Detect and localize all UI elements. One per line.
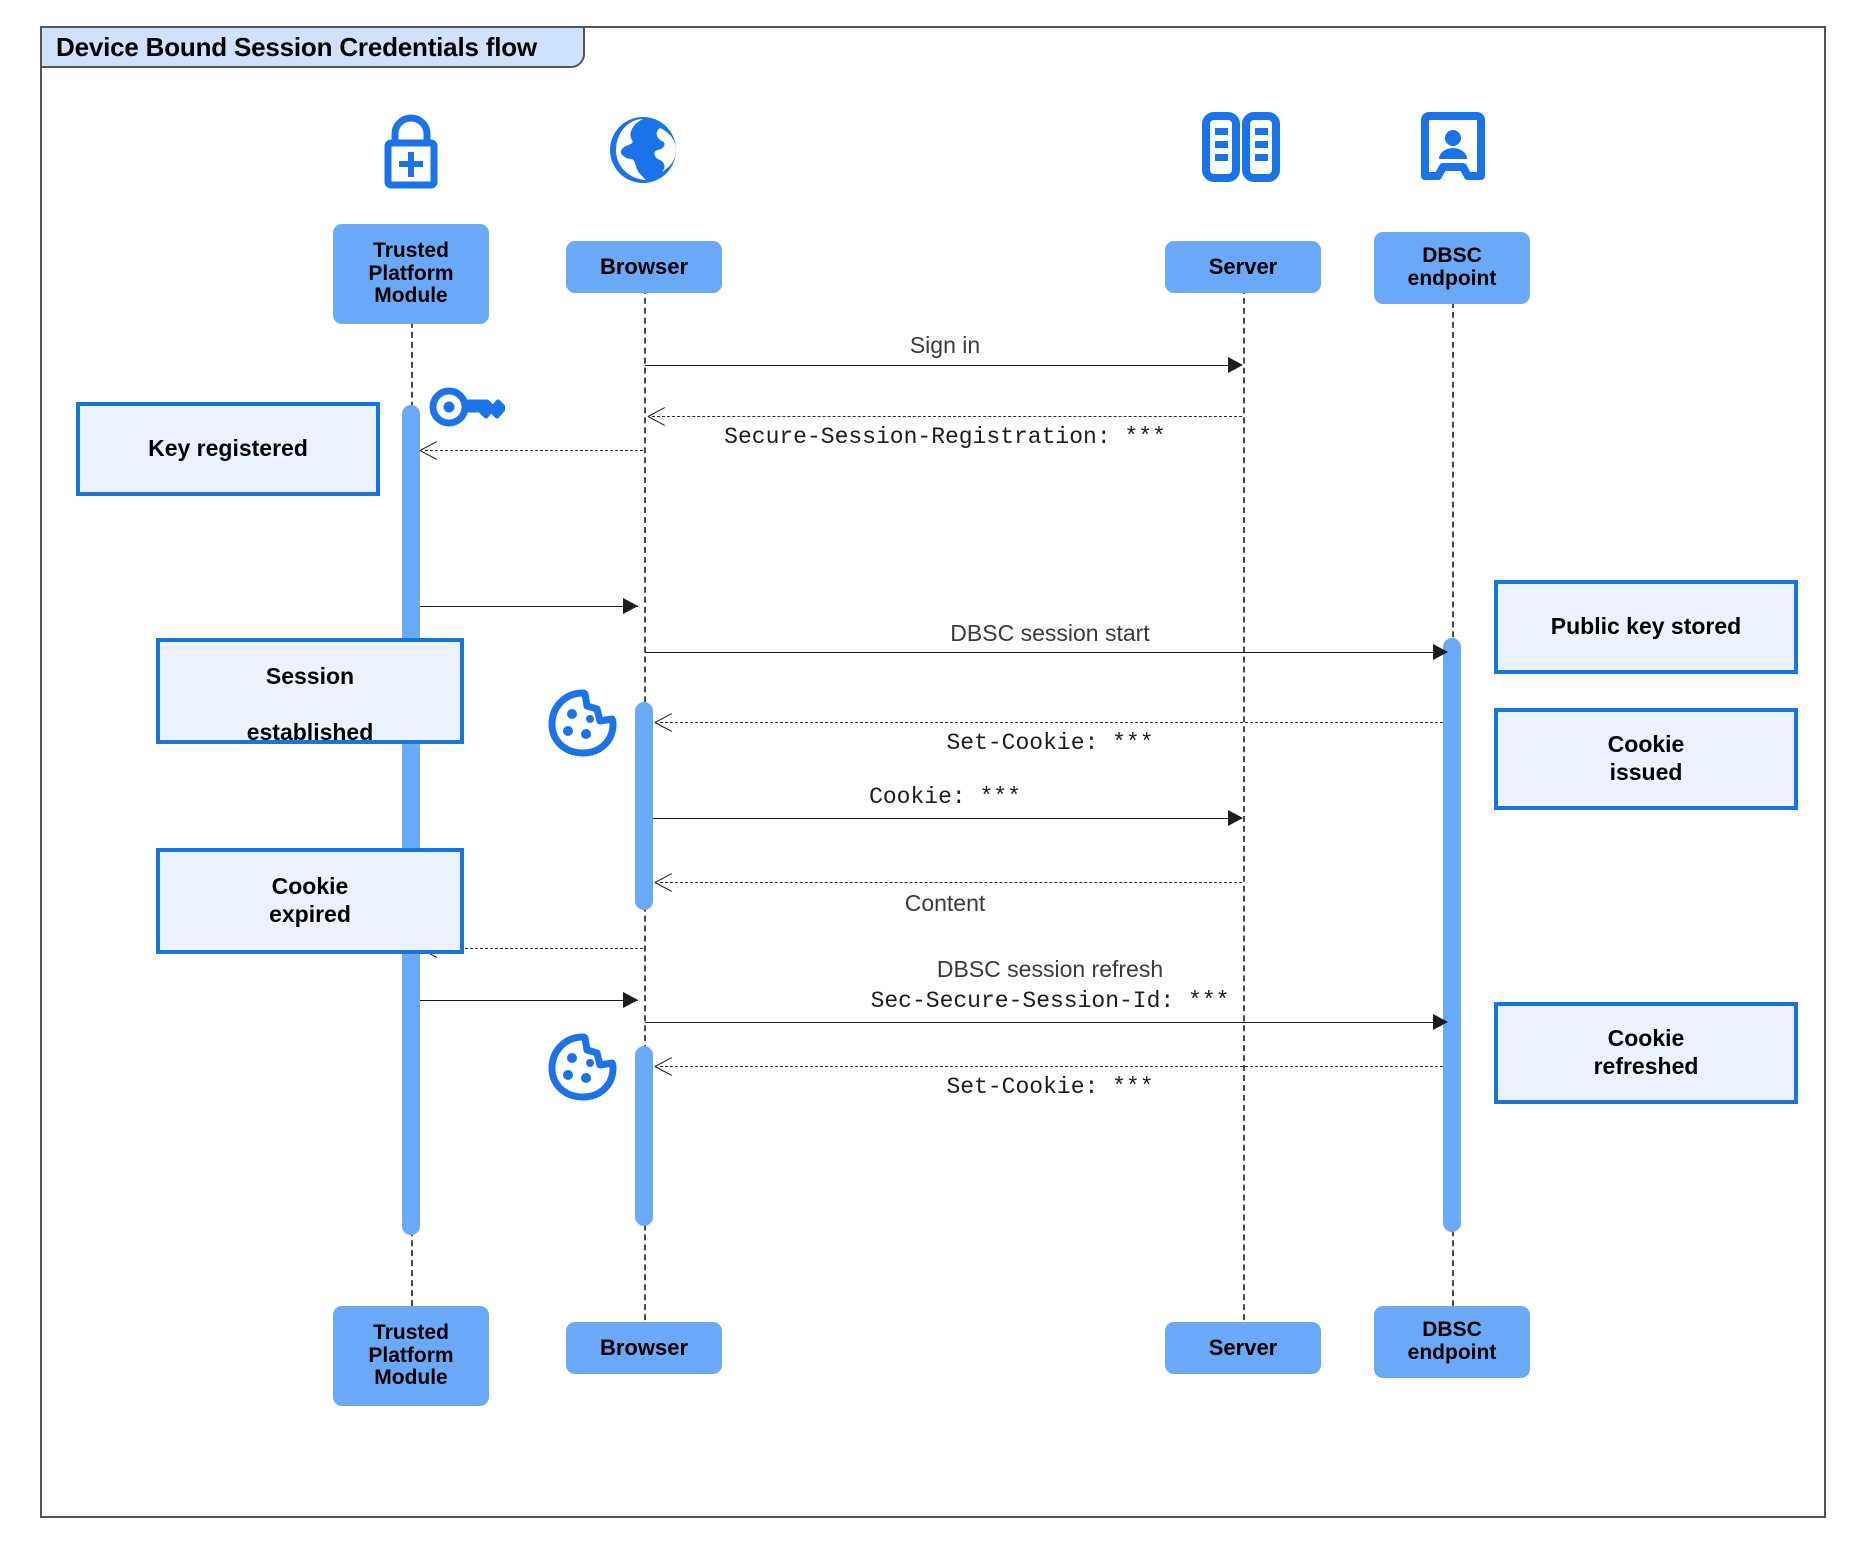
arrowhead-sign-in [1228,357,1243,373]
cookie-icon [547,1032,619,1107]
activation-tpm [402,405,420,1235]
activation-dbsc [1443,638,1461,1232]
participant-browser-bottom[interactable]: Browser [566,1322,722,1374]
message-line-sign-in [645,365,1238,366]
participant-tpm-top[interactable]: Trusted Platform Module [333,224,489,324]
participant-label: Browser [599,254,689,280]
participant-label: Trusted Platform Module [368,1320,454,1390]
arrowhead-tpm-register-request [420,441,438,459]
arrowhead-content [655,873,673,891]
note-text: Cookie refreshed [1594,1025,1699,1080]
message-line-dbsc-session-refresh [645,1022,1445,1023]
id-badge-icon [1420,110,1486,191]
server-racks-icon [1198,110,1284,191]
participant-server-bottom[interactable]: Server [1165,1322,1321,1374]
participant-tpm-bottom[interactable]: Trusted Platform Module [333,1306,489,1406]
note-text-line-1: Cookie [271,873,349,900]
arrowhead-dbsc-session-start [1433,644,1448,660]
note-cookie-refreshed: Cookie refreshed [1494,1002,1798,1104]
arrowhead-secure-session-registration [648,407,666,425]
message-line-secure-session-registration [652,416,1242,417]
arrowhead-set-cookie-1 [655,713,673,731]
note-key-registered: Key registered [76,402,380,496]
message-label-set-cookie-2: Set-Cookie: *** [946,1074,1154,1100]
arrowhead-cookie-request [1228,810,1243,826]
message-line-content [660,882,1242,883]
note-text-line-1: Cookie [1607,1025,1685,1052]
participant-server-top[interactable]: Server [1165,241,1321,293]
participant-label: DBSC endpoint [1407,1318,1497,1364]
note-text: Cookie expired [269,873,351,928]
message-line-tpm-key-response [420,606,638,607]
message-line-set-cookie-1 [660,722,1443,723]
message-line-tpm-register-request [425,450,643,451]
note-text-line-2: refreshed [1593,1053,1699,1079]
diagram-title: Device Bound Session Credentials flow [40,26,585,68]
message-label-secure-session-registration: Secure-Session-Registration: *** [724,424,1166,450]
message-label-content: Content [904,890,986,916]
message-line-cookie-request [653,818,1238,819]
message-line-dbsc-session-start [645,652,1445,653]
participant-label: Server [1208,1335,1278,1361]
note-text-line-1: Session [265,663,355,690]
message-label-set-cookie-1: Set-Cookie: *** [946,730,1154,756]
cookie-icon [547,688,619,763]
message-line-tpm-refresh-request [425,948,643,949]
note-text: Cookie issued [1608,731,1685,786]
globe-icon [602,110,684,195]
participant-label: Server [1208,254,1278,280]
key-icon [427,380,507,439]
participant-browser-top[interactable]: Browser [566,241,722,293]
participant-label: Trusted Platform Module [368,238,454,308]
note-text-line-2: established [246,718,374,745]
arrowhead-tpm-key-response [623,598,638,614]
participant-dbsc-top[interactable]: DBSC endpoint [1374,232,1530,304]
note-text: Session established [247,636,374,746]
activation-browser-1 [635,702,653,910]
lock-plus-icon [369,110,453,195]
note-text-line-2: issued [1609,759,1683,785]
message-line-set-cookie-2 [660,1066,1443,1067]
message-line-tpm-signature-response [420,1000,638,1001]
message-label-cookie-request: Cookie: *** [869,784,1021,810]
arrowhead-tpm-signature-response [623,992,638,1008]
message-label-dbsc-session-start: DBSC session start [950,620,1150,646]
participant-label: DBSC endpoint [1407,244,1497,290]
note-text: Public key stored [1550,613,1742,640]
note-cookie-issued: Cookie issued [1494,708,1798,810]
note-public-key-stored: Public key stored [1494,580,1798,674]
note-cookie-expired: Cookie expired [156,848,464,954]
message-label-sign-in: Sign in [909,332,981,358]
participant-dbsc-bottom[interactable]: DBSC endpoint [1374,1306,1530,1378]
message-label-dbsc-session-refresh-line1: DBSC session refresh [936,956,1164,982]
activation-browser-2 [635,1046,653,1226]
message-label-dbsc-session-refresh-line2: Sec-Secure-Session-Id: *** [870,988,1230,1014]
participant-label: Browser [599,1335,689,1361]
note-text-line-1: Cookie [1607,731,1685,758]
arrowhead-dbsc-session-refresh [1433,1014,1448,1030]
lifeline-server [1243,248,1245,1360]
note-text-line-2: expired [269,901,351,927]
arrowhead-set-cookie-2 [655,1057,673,1075]
note-session-established: Session established [156,636,464,746]
note-text: Key registered [148,435,308,462]
